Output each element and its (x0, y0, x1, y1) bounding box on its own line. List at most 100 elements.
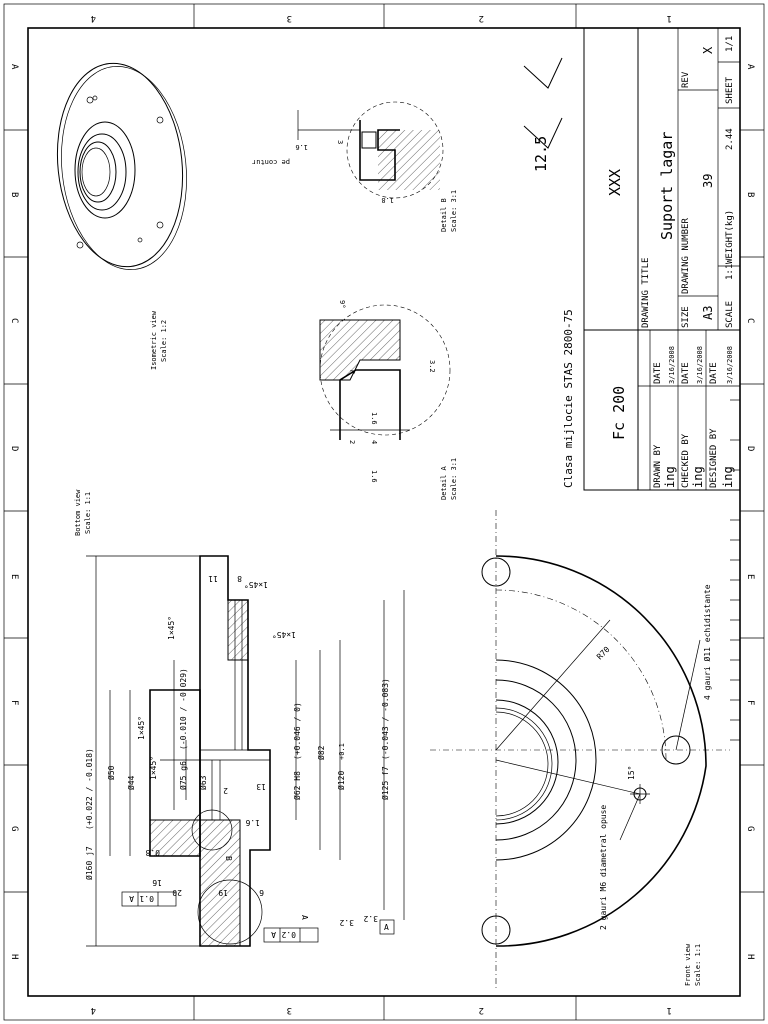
dim-d160: Ø160 j7 (84, 846, 94, 880)
chamfer-1: 1×45° (167, 616, 176, 640)
front-view-holes-note: 4 gauri Ø11 echidistante (702, 584, 712, 700)
zone-row-label: A (745, 64, 755, 70)
designed-date: 3/16/2008 (726, 346, 734, 384)
zone-col-label-top: 4 (91, 13, 96, 23)
zone-row-label: C (745, 318, 755, 323)
zone-col-label-top: 2 (479, 13, 484, 23)
drawing-number-label: DRAWING NUMBER (681, 218, 691, 294)
sheet-label: SHEET (725, 76, 735, 104)
dim-d120-note: +0.1 (338, 743, 346, 760)
detail-b-view: 1.6 pe contur 3 1.8 Detail B Scale: 3:1 (252, 101, 458, 232)
width-20: 20 (172, 888, 182, 897)
detail-a-angle: 9° (338, 300, 346, 308)
dim-d63: Ø63 (198, 775, 208, 790)
detail-a-radius: R (348, 370, 356, 375)
drawing-title: Suport lagar (658, 132, 676, 240)
datum-a-marker: A (379, 919, 395, 935)
front-view-angle: 15° (627, 766, 636, 780)
weight-label: WEIGHT(kg) (725, 210, 735, 264)
front-view-scale: Scale: 1:1 (694, 944, 702, 986)
detail-a-callout: A (300, 915, 309, 920)
dim-d82: Ø82 (316, 745, 326, 760)
drawn-by-label: DRAWN BY (653, 444, 663, 488)
dim-d62: Ø62 H8 (292, 771, 302, 800)
detail-b-scale: Scale: 3:1 (450, 190, 458, 232)
dim-d75-tol: (-0.010 / -0.029) (179, 668, 188, 750)
dim-d62-tol: (+0.046 / 0) (293, 702, 302, 760)
isometric-view-scale: Scale: 1:2 (160, 320, 168, 362)
drawn-by-value: ing (663, 466, 677, 488)
zone-col-label-bottom: 3 (287, 1005, 292, 1015)
material: Fc 200 (610, 386, 628, 440)
title-block: XXX DRAWING TITLE Suport lagar SIZE A3 D… (583, 27, 741, 491)
dim-d75: Ø75 g6 (178, 761, 188, 790)
width-2: 2 (223, 786, 228, 795)
detail-a-view: 9° R 3.2 1.6 4 2 1.6 Detail A Scale: 3:1 (319, 300, 458, 500)
chamfer-2: 1×45° (137, 716, 146, 740)
zone-ticks (4, 4, 764, 1020)
rev-value: X (701, 46, 715, 54)
zone-row-label: D (9, 446, 19, 451)
drawn-date-label: DATE (653, 362, 663, 384)
weight-value: 2.44 (725, 128, 735, 150)
drawing-number: 39 (701, 174, 715, 188)
gdt-1-datum: A (129, 894, 134, 903)
zone-col-label-top: 3 (287, 13, 292, 23)
roughness-0-8: 0.8 (145, 848, 160, 857)
zone-row-labels-right: A B C D E F G H (745, 64, 755, 959)
gdt-2-datum: A (271, 930, 276, 939)
width-13: 13 (256, 782, 266, 791)
zone-row-label: B (745, 192, 755, 197)
detail-a-roughness-2: 1.6 (370, 412, 378, 425)
isometric-view-title: Isometric view (150, 310, 158, 370)
width-16: 16 (152, 878, 162, 887)
roughness-symbol: 12.5 (523, 57, 563, 172)
bottom-view: Bottom view Scale: 1:1 Ø160 j7 (+0.022 /… (74, 489, 405, 947)
detail-a-dim-2: 2 (348, 440, 356, 444)
checked-by-value: ing (691, 466, 705, 488)
gdt-1-tolerance: 0.1 (139, 894, 154, 903)
datum-a-label: A (384, 923, 389, 932)
detail-b-roughness: 1.6 (295, 143, 308, 151)
zone-row-label: G (9, 826, 19, 831)
roughness-3-2: 3.2 (339, 918, 354, 927)
tolerance-class-note: Clasa mijlocie STAS 2800-75 (562, 309, 575, 488)
checked-date: 3/16/2008 (696, 346, 704, 384)
zone-col-label-bottom: 2 (479, 1005, 484, 1015)
zone-row-label: F (9, 700, 19, 705)
width-6: 6 (259, 888, 264, 897)
gdt-frame-2: A 0.2 (263, 927, 319, 943)
dim-d125: Ø125 f7 (380, 766, 390, 800)
zone-row-label: A (9, 64, 19, 70)
zone-row-label: F (745, 700, 755, 705)
zone-row-label: D (745, 446, 755, 451)
chamfer-3: 1×45° (149, 756, 158, 780)
zone-row-label: C (9, 318, 19, 323)
gdt-frame-1: A 0.1 (121, 891, 177, 907)
front-view-radius-r70: R70 (595, 645, 612, 662)
checked-by-label: CHECKED BY (681, 433, 691, 488)
company-name: XXX (606, 169, 624, 196)
dim-d120: Ø120 (336, 771, 346, 790)
margin-ruler (730, 399, 741, 760)
chamfer-5: 1×45° (272, 630, 296, 639)
front-view: R70 4 gauri Ø11 echidistante 2 gauri M6 … (430, 510, 730, 990)
front-view-title: Front view (684, 943, 692, 986)
dim-d125-tol: (-0.043 / -0.083) (381, 678, 390, 760)
detail-b-depth: 3 (336, 140, 344, 144)
zone-row-labels-left: A B C D E F G H (9, 64, 19, 959)
dim-d50: Ø50 (106, 765, 116, 780)
bottom-view-scale: Scale: 1:1 (84, 492, 92, 534)
scale-label: SCALE (725, 301, 735, 328)
general-roughness-value: 12.5 (532, 136, 550, 172)
detail-a-roughness-3: 1.6 (370, 470, 378, 483)
gdt-2-tolerance: 0.2 (281, 930, 296, 939)
detail-b-roughness-2: 1.8 (381, 196, 394, 204)
zone-row-label: H (9, 954, 19, 959)
detail-a-scale: Scale: 3:1 (450, 458, 458, 500)
chamfer-4: 1×45° (244, 580, 268, 589)
detail-b-contour-note: pe contur (252, 158, 290, 166)
front-view-threads-note: 2 gauri M6 diametral opuse (599, 805, 608, 930)
zone-row-label: E (745, 574, 755, 579)
